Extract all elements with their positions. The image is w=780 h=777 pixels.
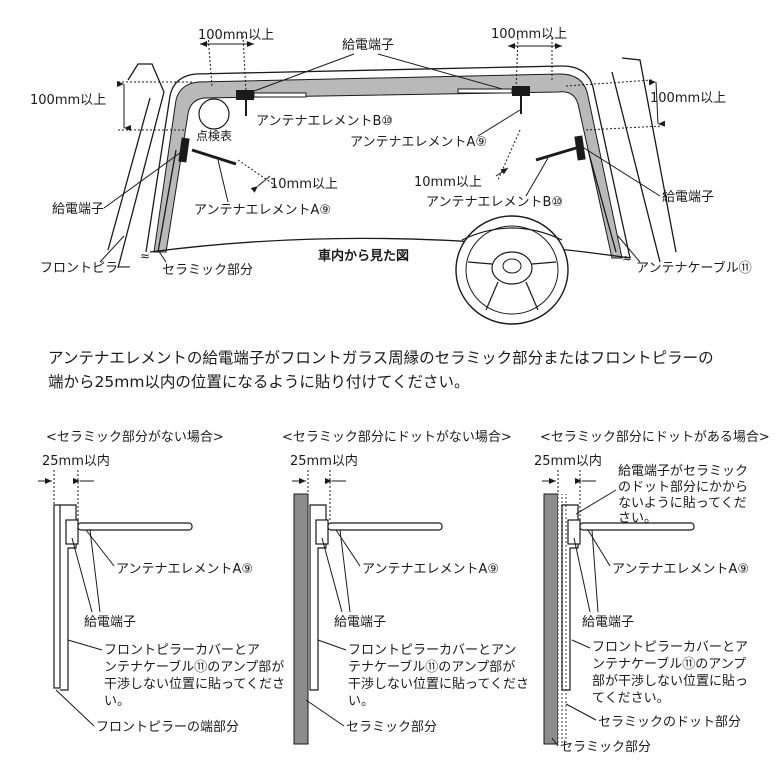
feed-terminal-1 [65, 519, 79, 545]
antenna-b-left-label: アンテナエレメントB⑩ [256, 114, 393, 129]
steering-wheel [455, 215, 569, 325]
panel-1-element-label: アンテナエレメントA⑨ [116, 562, 253, 577]
antenna-cable-left [157, 149, 177, 253]
panel-2-note-1: フロントピラーカバーとアン [348, 643, 516, 658]
dim-100-left-side: 100mm以上 [30, 93, 106, 108]
ceramic-band-3 [543, 493, 559, 745]
panel-1-note-2: ンテナケーブル⑪のアンプ部が [104, 659, 284, 675]
pillar-edge-1 [53, 504, 61, 689]
panel-3-terminal-label: 給電端子 [582, 615, 634, 630]
wavy-mark-left: ≈ [140, 249, 150, 263]
dim-100-right-top: 100mm以上 [491, 27, 567, 42]
instruction-caption: アンテナエレメントの給電端子がフロントガラス周縁のセラミック部分またはフロントピ… [48, 346, 768, 394]
inspection-sticker-label: 点検表 [196, 129, 232, 143]
panel-3-dot-note-3: ないように貼ってくだ [618, 496, 747, 511]
wavy-mark-right: ≈ [622, 251, 632, 265]
front-pillar-left-outer [117, 63, 165, 269]
panel-1-note-4: い。 [104, 694, 130, 709]
panel-2-dim: 25mm以内 [290, 453, 358, 469]
feed-terminal-3 [567, 519, 581, 545]
feed-terminal-right-label: 給電端子 [662, 190, 714, 205]
panel-2-edge-label: セラミック部分 [346, 720, 437, 735]
ceramic-dot-band-3 [558, 494, 568, 744]
panel-3-element-label: アンテナエレメントA⑨ [612, 562, 749, 577]
panel-2-terminal-label: 給電端子 [334, 615, 386, 630]
panel-2-element-label: アンテナエレメントA⑨ [362, 562, 499, 577]
dim-100-left-top: 100mm以上 [198, 28, 274, 43]
panel-2-note-3: 干渉しない位置に貼ってくださ [348, 677, 529, 692]
panel-1-edge-label: フロントピラーの端部分 [96, 720, 239, 735]
caption-line-2: 端から25mm以内の位置になるように貼り付けてください。 [48, 373, 470, 391]
feed-terminal-b-left [236, 90, 254, 100]
panel-3-dim: 25mm以内 [534, 453, 602, 469]
panel-3-dot-note-4: さい。 [618, 511, 657, 526]
antenna-element-b-left [253, 92, 307, 98]
panel-2-title: <セラミック部分にドットがない場合> [282, 430, 512, 445]
panel-no-ceramic: <セラミック部分がない場合> 25mm以内 アンテナエレメントA⑨ 給電端子 フ… [38, 430, 285, 735]
feed-terminal-top-label: 給電端子 [342, 38, 394, 53]
windshield-outline [145, 65, 631, 259]
feed-terminal-b-right [512, 86, 530, 96]
panel-3-dot-note-1: 給電端子がセラミック [618, 464, 748, 479]
panel-ceramic-with-dots: <セラミック部分にドットがある場合> 25mm以内 給電端子がセラミック のドッ… [534, 430, 770, 755]
antenna-b-right-label: アンテナエレメントB⑩ [426, 195, 563, 210]
panel-3-note-2: ンテナケーブル⑪のアンプ [592, 656, 746, 672]
panel-1-terminal-label: 給電端子 [84, 615, 136, 630]
ceramic-part-label: セラミック部分 [162, 263, 253, 278]
antenna-element-a-right [535, 146, 577, 162]
antenna-element-b-right [457, 88, 513, 94]
feed-terminal-a-right [574, 135, 586, 161]
antenna-cable-right [587, 149, 617, 253]
antenna-a-right-top-label: アンテナエレメントA⑨ [350, 135, 487, 150]
panel-1-note-3: 干渉しない位置に貼ってくださ [104, 677, 285, 692]
antenna-a-left-label: アンテナエレメントA⑨ [194, 203, 331, 218]
panel-3-note-3: 部が干渉しない位置に貼っ [592, 674, 748, 689]
panel-3-note-1: フロントピラーカバーとア [592, 640, 748, 655]
antenna-element-a-left [191, 148, 237, 166]
panel-1-dim: 25mm以内 [42, 453, 110, 469]
front-pillar-label: フロントピラー [40, 261, 131, 276]
caption-line-1: アンテナエレメントの給電端子がフロントガラス周縁のセラミック部分またはフロントピ… [48, 349, 714, 367]
panel-ceramic-no-dots: <セラミック部分にドットがない場合> 25mm以内 アンテナエレメントA⑨ 給電… [282, 430, 529, 745]
view-label: 車内から見た図 [318, 248, 409, 264]
panel-3-edge-label: セラミック部分 [560, 740, 651, 755]
front-pillar-right-inner [611, 71, 661, 263]
antenna-element-1 [77, 522, 193, 531]
feed-terminal-left-label: 給電端子 [52, 202, 104, 217]
antenna-element-2 [327, 522, 443, 531]
panel-1-note-1: フロントピラーカバーとア [104, 643, 260, 658]
windshield-view: 100mm以上 100mm以上 100mm以上 100mm以上 給電端子 点検表… [30, 27, 752, 325]
panel-1-title: <セラミック部分がない場合> [46, 430, 224, 445]
panel-3-title: <セラミック部分にドットがある場合> [540, 430, 770, 445]
panel-3-note-4: てください。 [592, 691, 670, 706]
front-pillar-right-outer [621, 57, 677, 253]
ceramic-band [153, 73, 623, 259]
feed-terminal-2 [315, 519, 329, 545]
front-pillar-left-inner [107, 97, 151, 251]
dim-10-left: 10mm以上 [270, 177, 338, 192]
ceramic-band-2 [293, 493, 309, 745]
panel-2-note-4: い。 [348, 694, 374, 709]
panel-3-dot-part-label: セラミックのドット部分 [598, 715, 741, 730]
antenna-element-3 [579, 522, 695, 531]
dim-100-right-side: 100mm以上 [650, 91, 726, 106]
panel-3-dot-note-2: のドット部分にかから [618, 480, 748, 495]
dim-10-right: 10mm以上 [414, 175, 482, 190]
antenna-cable-label: アンテナケーブル⑪ [636, 260, 752, 276]
panel-2-note-2: テナケーブル⑪のアンプ部が [348, 659, 515, 675]
inspection-sticker [198, 98, 230, 130]
